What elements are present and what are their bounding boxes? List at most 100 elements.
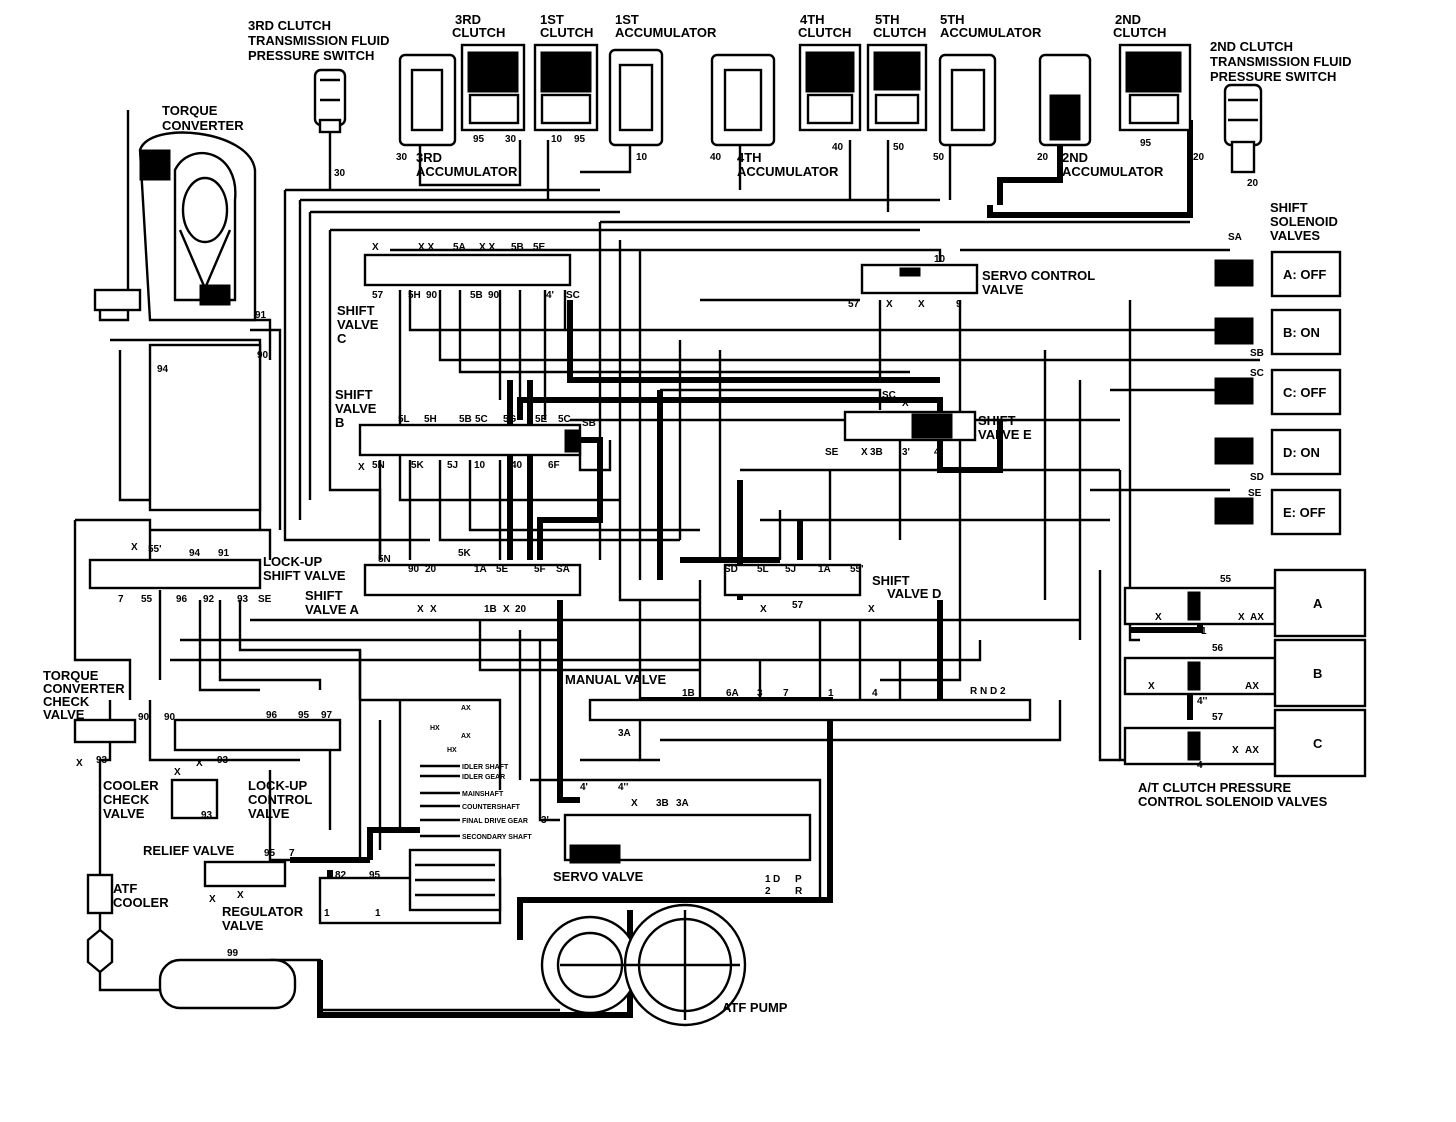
port-s-5: X [631, 798, 638, 809]
port-sol-sc: SC [1250, 368, 1264, 379]
solenoid-state-box [1270, 368, 1342, 416]
solenoid-state-label: B: ON [1283, 325, 1320, 340]
port-lu-8: 93 [237, 594, 249, 605]
port-e-2: SE [825, 447, 839, 458]
port-tc-22: 99 [227, 948, 239, 959]
label-3rd-clutch-l2: CLUTCH [452, 25, 505, 40]
port-pc-10: 1 [1201, 626, 1207, 637]
line-acc1 [580, 140, 632, 174]
thick-line-2nd-acc [997, 140, 1063, 205]
port-b-10: 5K [411, 460, 425, 471]
relief-valve-body [203, 860, 287, 888]
label-atf-cooler-l2: COOLER [113, 895, 169, 910]
line-acc3 [418, 140, 522, 187]
label-tc-check-l3: CHECK [43, 694, 90, 709]
atf-reservoir [148, 343, 262, 512]
label-4th-acc-l1: 4TH [737, 150, 762, 165]
line-reg-4 [530, 778, 822, 900]
label-3rd-switch-l2: TRANSMISSION FLUID [248, 33, 390, 48]
port-top-6: 40 [710, 152, 722, 163]
port-b-14: 6F [548, 460, 560, 471]
solenoid-coil [1214, 497, 1254, 525]
label-2nd-switch-l3: PRESSURE SWITCH [1210, 69, 1336, 84]
line-shiftc-9 [398, 290, 620, 502]
label-lockup-shift-l1: LOCK-UP [263, 554, 323, 569]
port-aux-1: AX [461, 733, 471, 740]
port-pc-0: 55 [1220, 574, 1232, 585]
label-atclutch-l1: A/T CLUTCH PRESSURE [1138, 780, 1291, 795]
port-tc-0: 94 [157, 364, 169, 375]
line-mid-2 [618, 240, 700, 602]
line-torque-2 [118, 350, 150, 502]
port-lu-3: 91 [218, 548, 230, 559]
tc-check-valve-body [73, 718, 137, 744]
lockup-shift-valve-body [88, 558, 262, 590]
port-lu-1: 55' [148, 544, 162, 555]
solenoid-coil [1214, 377, 1254, 405]
label-4th-clutch-l2: CLUTCH [798, 25, 851, 40]
line-lu-10 [268, 770, 290, 862]
port-m-15: R [795, 886, 803, 897]
pressure-solenoid-b: B [1123, 638, 1367, 708]
label-3rd-switch-l1: 3RD CLUTCH [248, 18, 331, 33]
port-top-0: 30 [334, 168, 346, 179]
label-tc-check-l1: TORQUE [43, 668, 99, 683]
port-m-12: D [773, 874, 780, 885]
pressure-solenoid-core [1187, 731, 1201, 761]
label-shift-d-l1: SHIFT [872, 573, 910, 588]
label-shift-b-l1: SHIFT [335, 387, 373, 402]
shift-valve-b-black [564, 429, 580, 453]
torque-converter [93, 110, 257, 322]
port-lu-9: SE [258, 594, 272, 605]
shift-valve-b-body [358, 423, 582, 457]
port-c-9: 5B [470, 290, 483, 301]
port-a-11: X [503, 604, 510, 615]
port-c-10: 90 [488, 290, 500, 301]
label-atclutch-l2: CONTROL SOLENOID VALVES [1138, 794, 1328, 809]
manual-valve-body [588, 698, 1032, 722]
port-d-3: 1A [818, 564, 831, 575]
port-lu-0: X [131, 542, 138, 553]
2nd-clutch-pressure-switch [1223, 83, 1263, 174]
pressure-solenoid-c: C [1123, 708, 1367, 778]
port-m-3: 7 [783, 688, 789, 699]
port-e-0: SC [882, 390, 896, 401]
port-top-2: 30 [505, 134, 517, 145]
port-m-13: 2 [765, 886, 771, 897]
port-s-0: 4' [580, 782, 588, 793]
port-pc-1: 56 [1212, 643, 1224, 654]
shift-valve-e-dark [911, 413, 953, 439]
label-shift-c-l3: C [337, 331, 347, 346]
port-c-1: X X [418, 242, 434, 253]
label-3rd-acc-l1: 3RD [416, 150, 442, 165]
port-pc-8: X [1232, 745, 1239, 756]
port-lu-4: 7 [118, 594, 124, 605]
port-top-11: 95 [1140, 138, 1152, 149]
label-5th-acc-l2: ACCUMULATOR [940, 25, 1042, 40]
label-3rd-acc-l2: ACCUMULATOR [416, 164, 518, 179]
port-a-9: X [430, 604, 437, 615]
port-pc-5: AX [1250, 612, 1264, 623]
port-top-8: 50 [893, 142, 905, 153]
shift-valve-a-body [363, 563, 582, 597]
pressure-solenoid-box [1273, 568, 1367, 638]
port-pc-4: X [1238, 612, 1245, 623]
port-b-4: 5G [503, 414, 517, 425]
pressure-solenoid-a: A [1123, 568, 1367, 638]
label-shift-b-l3: B [335, 415, 344, 430]
port-top-7: 40 [832, 142, 844, 153]
port-tc-5: 96 [266, 710, 278, 721]
port-c-12: SC [566, 290, 580, 301]
port-tc-14: 95 [264, 848, 276, 859]
label-lockup-ctrl-l1: LOCK-UP [248, 778, 308, 793]
line-shiftc-1 [390, 248, 942, 262]
solenoid-state-label: E: OFF [1283, 505, 1326, 520]
line-low-4 [478, 620, 700, 672]
solenoid-state-label: D: ON [1283, 445, 1320, 460]
port-pc-6: X [1148, 681, 1155, 692]
port-a-5: 5E [496, 564, 509, 575]
port-a-12: 20 [515, 604, 527, 615]
2nd-accumulator [1038, 53, 1092, 147]
